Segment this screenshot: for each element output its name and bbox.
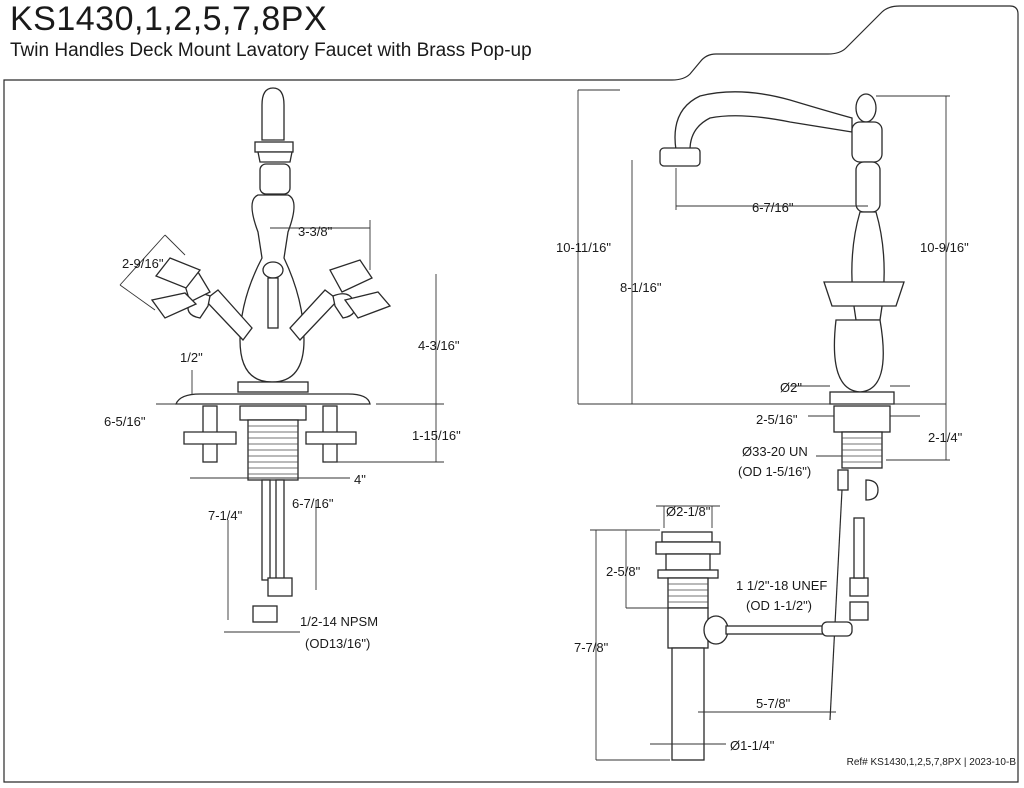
dim-shank-length: 2-1/4" <box>928 430 963 445</box>
dim-drain-thread: 1 1/2"-18 UNEF <box>736 578 827 593</box>
dim-drain-overall-height: 7-7/8" <box>574 640 609 655</box>
front-view: 2-9/16" 3-3/8" 1/2" 4-3/16" 6-5/16" 1-15… <box>104 87 461 651</box>
page-subtitle: Twin Handles Deck Mount Lavatory Faucet … <box>10 40 532 61</box>
front-supply-nut-right <box>267 577 293 597</box>
side-spout <box>674 91 853 151</box>
dim-flange-diameter: Ø2-1/8" <box>666 504 711 519</box>
dim-spout-reach: 6-7/16" <box>752 200 794 215</box>
drain-cap <box>661 531 713 543</box>
front-base-ring <box>237 381 309 393</box>
dim-supply-length: 7-1/4" <box>208 508 243 523</box>
dim-drain-body-height: 2-5/8" <box>606 564 641 579</box>
front-right-handle <box>289 259 392 341</box>
front-left-handle <box>150 257 253 342</box>
dim-tail-diameter: Ø1-1/4" <box>730 738 775 753</box>
dim-handle-width: 2-9/16" <box>122 256 164 271</box>
dim-shank-thread: Ø33-20 UN <box>742 444 808 459</box>
dim-handle-spread: 3-3/8" <box>298 224 333 239</box>
front-deck-plate <box>175 393 371 405</box>
dim-center-length: 6-7/16" <box>292 496 334 511</box>
drain-pivot-rod <box>725 625 837 635</box>
sheet-frame <box>3 5 1019 783</box>
front-spout <box>261 87 285 141</box>
drain-flange <box>655 541 721 555</box>
dim-supply-od: (OD13/16") <box>305 636 370 651</box>
front-supply-nut-left <box>252 605 278 623</box>
dim-overall-height: 10-11/16" <box>556 240 611 255</box>
side-view: 6-7/16" 10-11/16" 8-1/16" 10-9/16" Ø2" 2… <box>556 89 969 721</box>
side-base <box>829 391 895 405</box>
drain-tailpiece <box>671 647 705 761</box>
reference-number: Ref# KS1430,1,2,5,7,8PX | 2023-10-B <box>846 757 1016 768</box>
dim-spout-height: 8-1/16" <box>620 280 662 295</box>
front-neck-ring <box>259 163 291 195</box>
dim-base-diameter: Ø2" <box>780 380 802 395</box>
dim-mount-depth: 1-15/16" <box>412 428 461 443</box>
page-title: KS1430,1,2,5,7,8PX <box>10 0 328 38</box>
dim-body-height: 4-3/16" <box>418 338 460 353</box>
dim-plate-width: 6-5/16" <box>104 414 146 429</box>
drain-body <box>667 577 709 609</box>
side-handle <box>823 281 905 307</box>
dim-supply-thread: 1/2-14 NPSM <box>300 614 378 629</box>
side-top-knob <box>855 93 877 123</box>
dim-shank-spacing: 4" <box>354 472 366 487</box>
drain-view: Ø2-1/8" 2-5/8" 1 1/2"-18 UNEF (OD 1-1/2"… <box>574 504 853 761</box>
front-aerator <box>254 141 294 153</box>
dim-spout-base: 1/2" <box>180 350 203 365</box>
dim-top-height: 10-9/16" <box>920 240 969 255</box>
dim-shank-od: (OD 1-5/16") <box>738 464 811 479</box>
side-aerator <box>659 147 701 167</box>
dim-rod-length: 5-7/8" <box>756 696 791 711</box>
dim-base-width: 2-5/16" <box>756 412 798 427</box>
front-shank-threads <box>248 425 298 475</box>
dim-drain-thread-od: (OD 1-1/2") <box>746 598 812 613</box>
